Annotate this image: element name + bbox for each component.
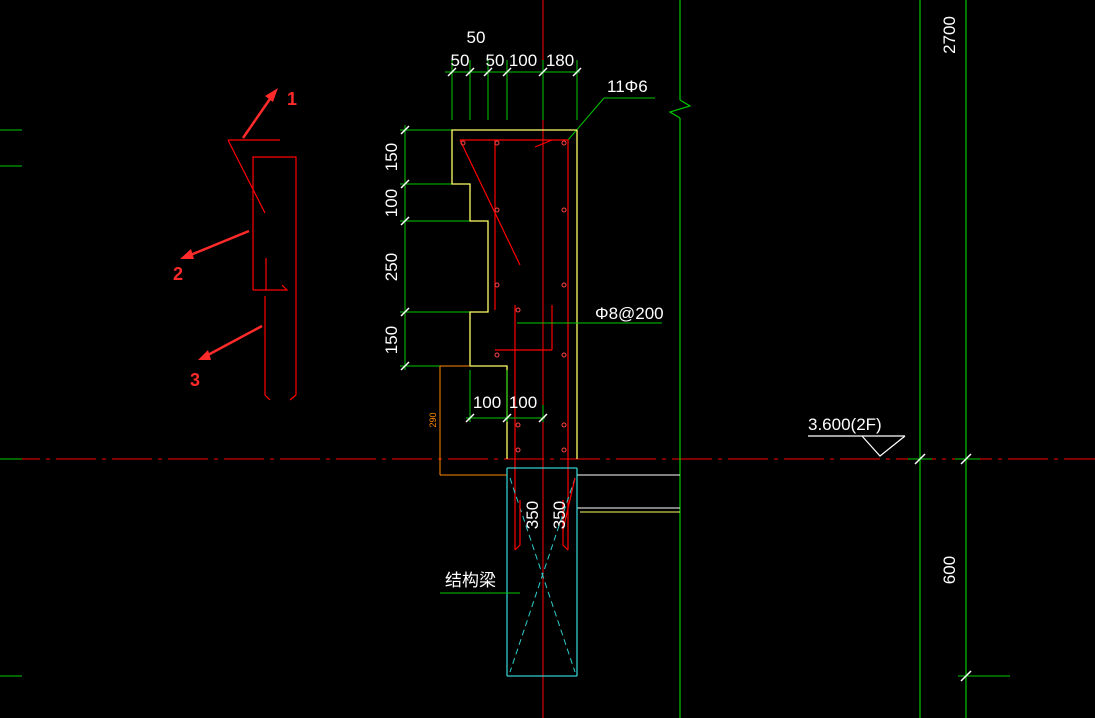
- right-dim-2700: 2700: [940, 16, 959, 54]
- dim-beam-2: 350: [550, 501, 569, 529]
- dim-top-4: 180: [546, 51, 574, 70]
- dim-left-2: 100: [382, 189, 401, 217]
- dim-top-overall: 50: [467, 28, 486, 47]
- right-dim-600: 600: [940, 556, 959, 584]
- top-dimension-ticks: [447, 67, 582, 77]
- marker-2: 2: [173, 264, 183, 284]
- level-marker: [808, 435, 906, 457]
- right-wall-lines: [668, 0, 967, 718]
- marker-3: 3: [190, 370, 200, 390]
- beam-cross: [509, 477, 576, 673]
- bottom-dimension-ticks: [465, 413, 548, 423]
- level-label: 3.600(2F): [808, 415, 882, 434]
- dim-left-3: 250: [382, 253, 401, 281]
- beam-label: 结构梁: [445, 571, 496, 590]
- right-axis-ticks: [914, 453, 972, 682]
- dim-small: 290: [428, 412, 438, 427]
- stirrup-label: Φ8@200: [595, 304, 664, 323]
- top-dimension-lines: [445, 60, 580, 120]
- rebar-dots: [460, 140, 567, 453]
- dim-bottom-2: 100: [509, 393, 537, 412]
- left-dimension-ticks: [400, 125, 410, 371]
- parapet-rebar: [459, 139, 569, 550]
- dim-top-3: 100: [509, 51, 537, 70]
- dim-left-1: 150: [382, 143, 401, 171]
- top-rebar-label: 11Φ6: [607, 77, 648, 96]
- top-rebar-leader: [567, 97, 655, 141]
- dim-beam-1: 350: [523, 501, 542, 529]
- small-dimension: [439, 365, 507, 476]
- floor-slab: [577, 474, 680, 509]
- annotation-arrows: [180, 88, 278, 360]
- parapet-outline: [451, 129, 577, 459]
- structural-beam: [506, 467, 578, 677]
- dim-top-2: 50: [486, 51, 505, 70]
- beam-rebar: [514, 477, 576, 551]
- detail-sketch: [227, 139, 297, 401]
- dim-bottom-1: 100: [473, 393, 501, 412]
- bottom-dimension-lines: [466, 370, 545, 422]
- dim-top-1: 50: [451, 51, 470, 70]
- dim-left-4: 150: [382, 326, 401, 354]
- marker-1: 1: [287, 89, 297, 109]
